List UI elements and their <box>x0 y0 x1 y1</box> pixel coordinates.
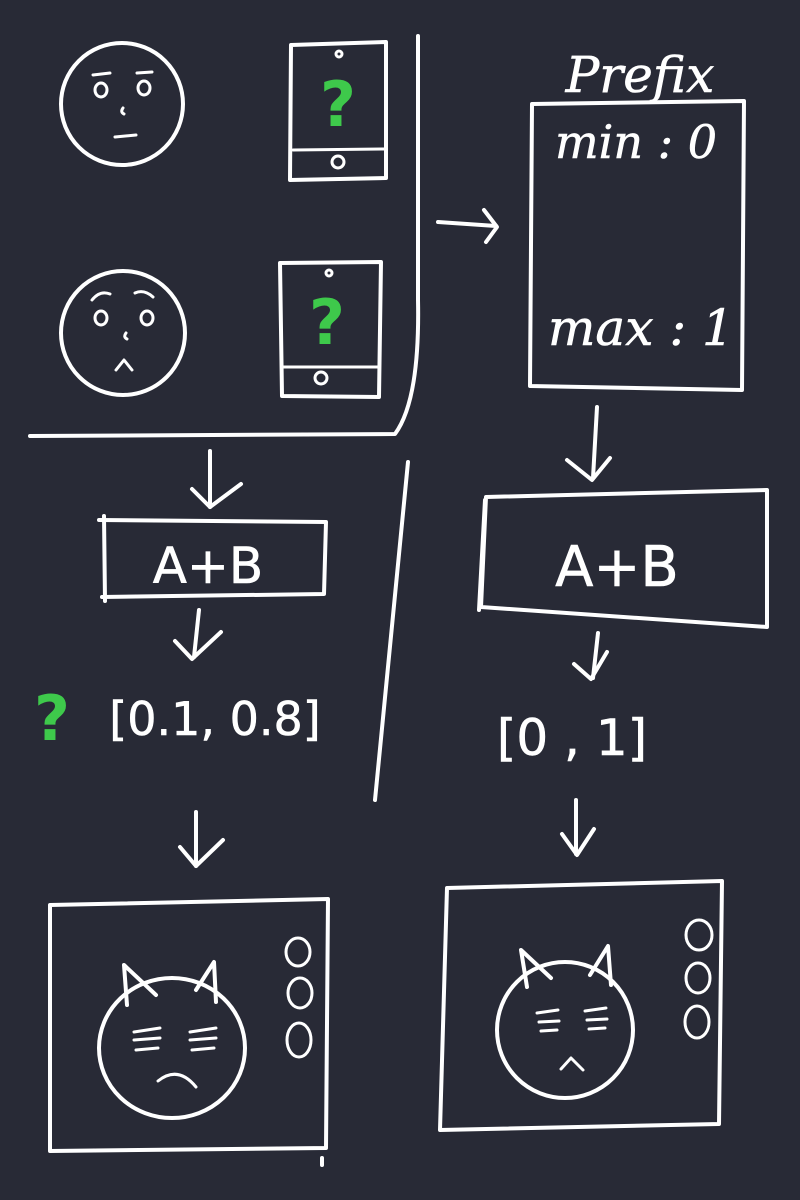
arrow-down-icon <box>572 631 609 681</box>
question-mark: ? <box>309 286 345 359</box>
left-range-label: [0.1, 0.8] <box>109 692 320 746</box>
left-operation-box: A+B <box>97 514 328 603</box>
arrow-right-icon <box>436 208 499 244</box>
right-operation-box: A+B <box>477 488 769 629</box>
prefix-min-label: min : 0 <box>555 115 717 169</box>
left-result-screen <box>48 897 330 1167</box>
uncertain-question-mark: ? <box>34 682 70 755</box>
arrow-down-icon <box>565 405 612 482</box>
top-left-panel-border <box>28 34 421 438</box>
arrow-down-icon <box>560 798 596 857</box>
user-2: ? <box>59 260 383 399</box>
right-box-label: A+B <box>555 535 679 600</box>
side-buttons <box>284 936 314 1059</box>
prefix-max-label: max : 1 <box>548 299 734 357</box>
sad-cat-face-icon <box>97 960 247 1120</box>
phone-icon: ? <box>278 260 383 399</box>
arrow-down-icon <box>178 810 225 868</box>
left-box-label: A+B <box>153 537 263 595</box>
prefix-box: Prefix min : 0 max : 1 <box>528 46 746 392</box>
arrow-down-icon <box>190 449 243 509</box>
worried-face-icon <box>59 269 187 397</box>
neutral-face-icon <box>59 41 185 167</box>
branch-divider <box>373 460 410 802</box>
side-buttons <box>683 918 714 1040</box>
right-range-label: [0 , 1] <box>497 709 647 767</box>
user-1: ? <box>59 40 388 182</box>
arrow-down-icon <box>173 608 223 661</box>
frowning-cat-face-icon <box>495 944 635 1100</box>
phone-icon: ? <box>288 40 388 182</box>
question-mark: ? <box>320 68 356 141</box>
prefix-title: Prefix <box>565 46 715 104</box>
right-result-screen <box>438 879 724 1132</box>
